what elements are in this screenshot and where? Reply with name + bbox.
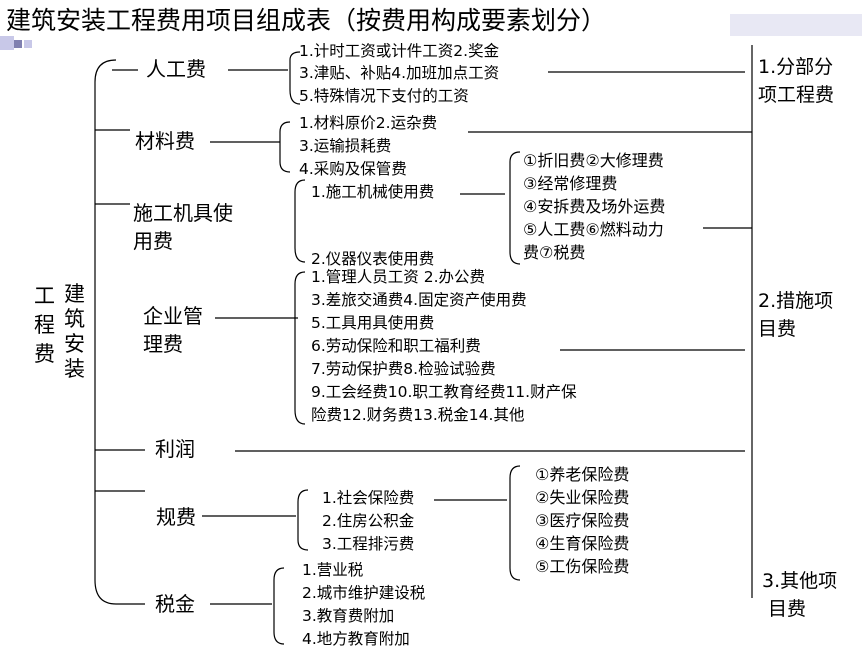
material-item: 4.采购及保管费 xyxy=(299,160,407,178)
tax-item: 3.教育费附加 xyxy=(302,607,395,625)
result-line: 目费 xyxy=(758,318,797,340)
machine-sub-item: ④安拆费及场外运费 xyxy=(523,197,666,216)
root-char: 费 xyxy=(34,342,55,366)
machine-item: 1.施工机械使用费 xyxy=(311,183,435,201)
root-char: 程 xyxy=(34,313,55,337)
root-char: 装 xyxy=(64,357,85,381)
tax-item: 1.营业税 xyxy=(302,561,364,579)
mgmt-item: 9.工会经费10.职工教育经费11.财产保 xyxy=(311,383,577,401)
machine-sub-item: ⑤人工费⑥燃料动力 xyxy=(523,220,664,239)
corner-square-decoration xyxy=(0,36,14,50)
result-line: 1.分部分 xyxy=(758,56,834,78)
tax-item: 4.地方教育附加 xyxy=(302,630,410,648)
category-machine-line2: 用费 xyxy=(133,229,173,253)
root-char: 筑 xyxy=(64,307,85,331)
category-fees: 规费 xyxy=(156,505,196,529)
fees-sub-item: ②失业保险费 xyxy=(535,488,630,507)
fees-item: 1.社会保险费 xyxy=(322,489,415,507)
page-title: 建筑安装工程费用项目组成表（按费用构成要素划分） xyxy=(6,6,607,35)
mgmt-item: 3.差旅交通费4.固定资产使用费 xyxy=(311,291,527,309)
machine-sub-item: ①折旧费②大修理费 xyxy=(523,151,664,170)
fees-item: 2.住房公积金 xyxy=(322,512,415,530)
fees-sub-item: ①养老保险费 xyxy=(535,465,630,484)
fees-item: 3.工程排污费 xyxy=(322,535,415,553)
result-line: 目费 xyxy=(768,598,807,620)
tax-item: 2.城市维护建设税 xyxy=(302,584,426,602)
result-line: 项工程费 xyxy=(758,84,835,106)
title-bar-decoration xyxy=(730,14,862,36)
labor-item: 1.计时工资或计件工资2.奖金 xyxy=(299,42,500,60)
result-line: 3.其他项 xyxy=(762,570,838,592)
category-labor: 人工费 xyxy=(146,57,206,81)
root-char: 建 xyxy=(64,282,85,306)
category-profit: 利润 xyxy=(155,437,195,461)
mgmt-item: 6.劳动保险和职工福利费 xyxy=(311,337,481,355)
machine-item: 2.仪器仪表使用费 xyxy=(311,250,435,268)
root-char: 工 xyxy=(34,284,55,308)
machine-sub-item: 费⑦税费 xyxy=(523,243,586,262)
mgmt-item: 5.工具用具使用费 xyxy=(311,314,435,332)
root-label-left-col: 工 程 费 xyxy=(34,282,55,369)
category-material: 材料费 xyxy=(135,129,195,153)
labor-item: 3.津贴、补贴4.加班加点工资 xyxy=(299,64,500,82)
corner-square-decoration xyxy=(14,40,22,48)
machine-sub-item: ③经常修理费 xyxy=(523,174,618,193)
corner-square-decoration xyxy=(24,40,32,48)
mgmt-item: 1.管理人员工资 2.办公费 xyxy=(311,268,486,286)
fees-sub-item: ④生育保险费 xyxy=(535,534,630,553)
category-mgmt-line2: 理费 xyxy=(143,332,183,356)
root-label-right-col: 建 筑 安 装 xyxy=(64,282,85,382)
category-machine-line1: 施工机具使 xyxy=(133,201,233,225)
material-item: 1.材料原价2.运杂费 xyxy=(299,114,438,132)
root-char: 安 xyxy=(64,332,85,356)
fees-sub-item: ⑤工伤保险费 xyxy=(535,557,630,576)
category-mgmt-line1: 企业管 xyxy=(143,304,203,328)
category-tax: 税金 xyxy=(155,592,195,616)
material-item: 3.运输损耗费 xyxy=(299,137,392,155)
mgmt-item: 7.劳动保护费8.检验试验费 xyxy=(311,360,496,378)
labor-item: 5.特殊情况下支付的工资 xyxy=(299,87,469,105)
mgmt-item: 险费12.财务费13.税金14.其他 xyxy=(311,406,525,424)
fees-sub-item: ③医疗保险费 xyxy=(535,511,630,530)
result-line: 2.措施项 xyxy=(758,290,834,312)
